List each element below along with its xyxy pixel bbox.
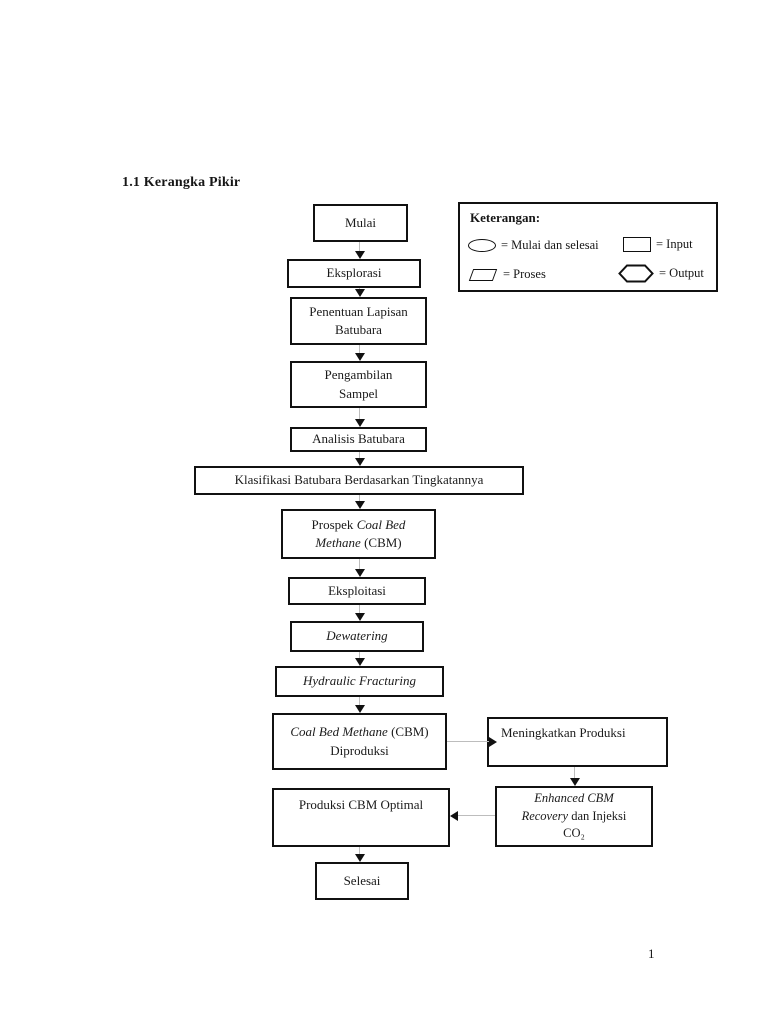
legend-item-proses: = Proses <box>468 267 546 282</box>
flow-box-pengambilan-sampel: Pengambilan Sampel <box>290 361 427 408</box>
arrow-down-icon <box>355 419 365 427</box>
flow-box-label: Meningkatkan Produksi <box>501 725 626 740</box>
flow-box-label: Klasifikasi Batubara Berdasarkan Tingkat… <box>234 472 484 488</box>
flow-box-label: Hydraulic Fracturing <box>302 673 416 689</box>
arrow-down-icon <box>570 778 580 786</box>
legend-label: = Mulai dan selesai <box>501 238 599 252</box>
arrow-down-icon <box>355 705 365 713</box>
arrow-down-icon <box>355 658 365 666</box>
flow-box-hydraulic-fracturing: Hydraulic Fracturing <box>275 666 444 697</box>
arrow-down-icon <box>355 458 365 466</box>
arrow-down-icon <box>355 613 365 621</box>
legend-item-start-end: = Mulai dan selesai <box>468 238 599 253</box>
flow-box-klasifikasi: Klasifikasi Batubara Berdasarkan Tingkat… <box>194 466 524 495</box>
flow-box-produksi-cbm-optimal: Produksi CBM Optimal <box>272 788 450 847</box>
flow-box-label: Selesai <box>343 872 381 888</box>
arrow-down-icon <box>355 501 365 509</box>
legend-title: Keterangan: <box>470 210 541 225</box>
flow-box-eksplorasi: Eksplorasi <box>287 259 421 288</box>
flow-box-label: Mulai <box>344 214 377 230</box>
flow-box-label: Penentuan Lapisan Batubara <box>309 303 408 337</box>
legend-item-output: = Output <box>618 264 704 283</box>
connector-line <box>359 452 360 459</box>
flow-box-cbm-diproduksi: Coal Bed Methane (CBM) Diproduksi <box>272 713 447 770</box>
connector-line <box>359 652 360 659</box>
flow-box-dewatering: Dewatering <box>290 621 424 652</box>
flow-box-selesai: Selesai <box>315 862 409 900</box>
section-heading: 1.1 Kerangka Pikir <box>122 175 241 190</box>
ellipse-icon <box>468 239 496 252</box>
flow-box-label: Analisis Batubara <box>312 431 405 447</box>
flow-box-label: Produksi CBM Optimal <box>298 797 424 812</box>
flow-box-mulai: Mulai <box>313 204 408 242</box>
connector-line <box>359 408 360 420</box>
flow-box-label: Coal Bed Methane (CBM) Diproduksi <box>290 724 429 758</box>
connector-line <box>458 815 495 816</box>
connector-line <box>359 495 360 502</box>
rectangle-icon <box>623 237 651 252</box>
page-number: 1 <box>648 946 655 961</box>
flow-box-enhanced-cbm-recovery: Enhanced CBM Recovery dan Injeksi CO₂ <box>495 786 653 847</box>
connector-line <box>359 847 360 855</box>
flow-box-meningkatkan-produksi: Meningkatkan Produksi <box>487 717 668 767</box>
legend-label: = Proses <box>503 267 546 281</box>
flow-box-label: Eksploitasi <box>328 582 386 598</box>
flow-box-analisis-batubara: Analisis Batubara <box>290 427 427 452</box>
flow-box-label: Eksplorasi <box>326 265 382 281</box>
flow-box-prospek-cbm: Prospek Coal Bed Methane (CBM) <box>281 509 436 559</box>
connector-line <box>359 345 360 354</box>
hexagon-icon <box>618 264 654 283</box>
flow-box-eksploitasi: Eksploitasi <box>288 577 426 605</box>
connector-line <box>447 741 489 742</box>
flow-box-label: Prospek Coal Bed Methane (CBM) <box>311 516 406 550</box>
legend-item-input: = Input <box>623 237 693 252</box>
arrow-left-icon <box>450 811 458 821</box>
legend-box: Keterangan: = Mulai dan selesai = Input … <box>458 202 718 292</box>
arrow-down-icon <box>355 251 365 259</box>
connector-line <box>359 559 360 570</box>
flow-box-penentuan-lapisan: Penentuan Lapisan Batubara <box>290 297 427 345</box>
parallelogram-icon <box>468 268 498 281</box>
legend-label: = Output <box>659 266 704 280</box>
arrow-down-icon <box>355 289 365 297</box>
connector-line <box>574 767 575 779</box>
flow-box-label: Enhanced CBM Recovery dan Injeksi CO₂ <box>521 791 627 841</box>
arrow-down-icon <box>355 569 365 577</box>
flow-box-label: Dewatering <box>326 628 388 644</box>
flow-box-label: Pengambilan Sampel <box>324 367 393 401</box>
connector-line <box>359 605 360 614</box>
arrow-down-icon <box>355 854 365 862</box>
arrow-right-icon <box>489 737 497 747</box>
connector-line <box>359 697 360 706</box>
arrow-down-icon <box>355 353 365 361</box>
connector-line <box>359 242 360 252</box>
legend-label: = Input <box>656 237 693 251</box>
